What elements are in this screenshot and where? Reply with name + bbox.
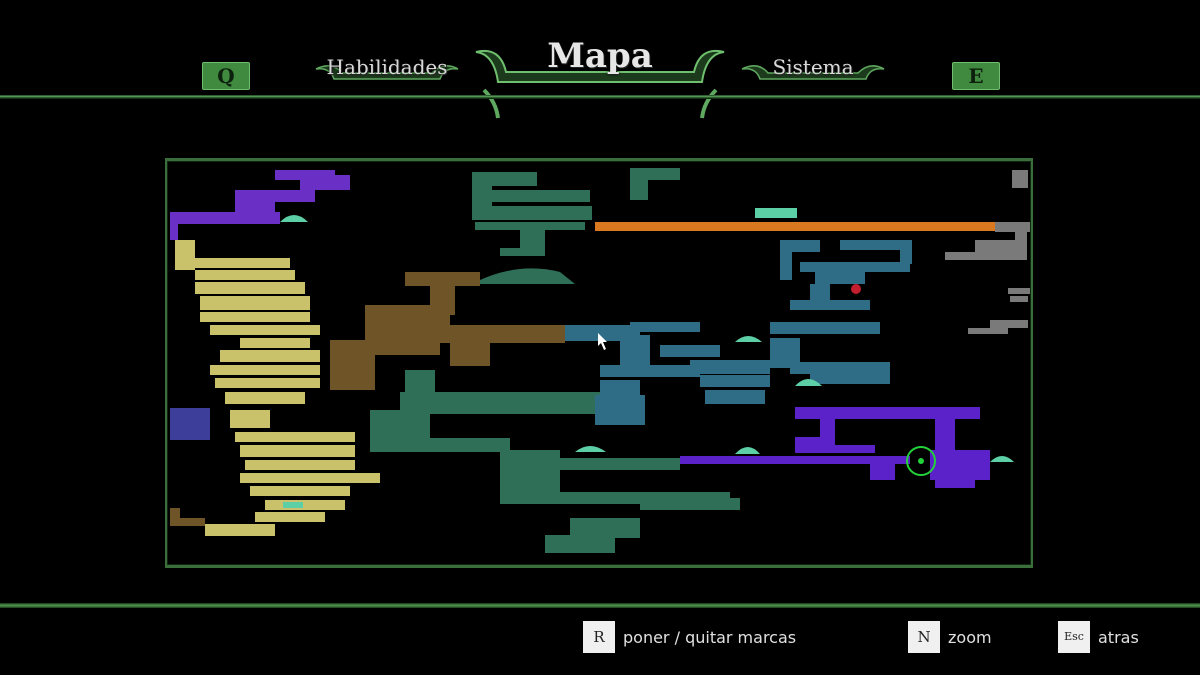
map-region-teal-green — [370, 168, 740, 553]
zoom-hint-label: zoom — [948, 627, 992, 647]
cursor-icon — [598, 333, 607, 350]
map-region-orange — [595, 222, 995, 231]
map-region-purple-east — [680, 407, 990, 488]
hint-marks: R poner / quitar marcas — [583, 621, 796, 653]
hint-zoom: N zoom — [908, 621, 992, 653]
tab-habilidades[interactable]: Habilidades — [326, 55, 448, 79]
tab-ornament-right — [741, 65, 885, 80]
marks-key-button[interactable]: R — [583, 621, 615, 653]
next-tab-key-button[interactable]: E — [952, 62, 1000, 90]
map-frame[interactable] — [165, 158, 1033, 568]
boss-marker-icon — [851, 284, 861, 294]
save-room-icon — [280, 208, 1014, 508]
tab-ornament-left — [315, 65, 459, 80]
previous-tab-key-button[interactable]: Q — [202, 62, 250, 90]
back-hint-label: atras — [1098, 627, 1139, 647]
hint-back: Esc atras — [1058, 621, 1139, 653]
map-region-yellow — [175, 240, 380, 536]
tab-sistema[interactable]: Sistema — [772, 55, 854, 79]
tab-mapa[interactable]: Mapa — [547, 36, 653, 76]
marks-hint-label: poner / quitar marcas — [623, 627, 797, 647]
map-region-purple — [170, 170, 350, 240]
back-key-button[interactable]: Esc — [1058, 621, 1090, 653]
map-region-brown — [170, 272, 565, 526]
top-divider — [0, 95, 1200, 99]
player-location-icon — [906, 446, 936, 476]
map-region-indigo — [170, 408, 210, 440]
bottom-divider — [0, 603, 1200, 608]
map-region-gray — [945, 170, 1030, 334]
zoom-key-button[interactable]: N — [908, 621, 940, 653]
tab-ornament-main — [475, 50, 725, 119]
map-region-steel-blue — [565, 240, 912, 425]
